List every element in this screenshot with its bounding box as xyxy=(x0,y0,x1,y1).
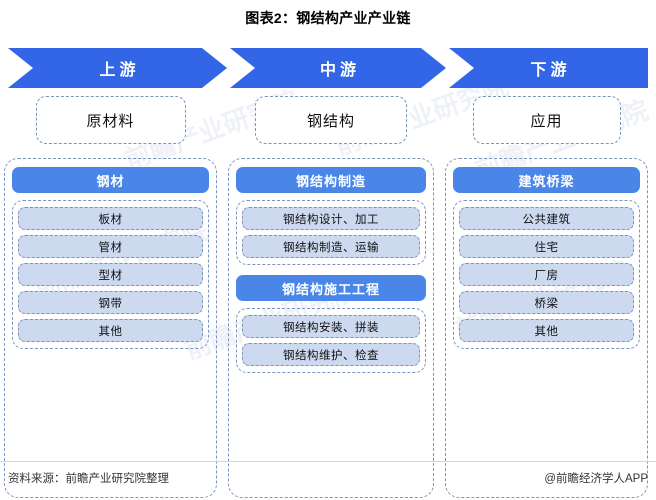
group-manufacturing: 钢结构制造 钢结构设计、加工 钢结构制造、运输 xyxy=(236,167,426,265)
group-items-steel: 板材 管材 型材 钢带 其他 xyxy=(12,200,209,349)
list-item[interactable]: 钢结构安装、拼装 xyxy=(242,315,420,338)
group-items-application: 公共建筑 住宅 厂房 桥梁 其他 xyxy=(453,200,640,349)
column-header-upstream: 原材料 xyxy=(35,96,186,144)
stage-banner-midstream[interactable]: 中游 xyxy=(230,48,446,88)
group-title-manufacturing[interactable]: 钢结构制造 xyxy=(236,167,426,193)
list-item-label: 管材 xyxy=(98,241,123,254)
list-item[interactable]: 其他 xyxy=(459,319,634,342)
stage-banner-downstream[interactable]: 下游 xyxy=(449,48,648,88)
list-item-label: 钢结构制造、运输 xyxy=(283,241,379,254)
group-steel: 钢材 板材 管材 型材 钢带 其他 xyxy=(12,167,209,349)
column-header-label: 应用 xyxy=(530,112,563,130)
stage-label-upstream: 上游 xyxy=(99,62,140,79)
column-midstream: 钢结构 钢结构制造 钢结构设计、加工 钢结构制造、运输 钢结构施工工程 钢结构安… xyxy=(228,96,434,498)
group-title-label: 钢材 xyxy=(96,173,125,189)
list-item-label: 厂房 xyxy=(534,269,559,282)
group-application: 建筑桥梁 公共建筑 住宅 厂房 桥梁 其他 xyxy=(453,167,640,349)
group-title-application[interactable]: 建筑桥梁 xyxy=(453,167,640,193)
list-item-label: 钢带 xyxy=(98,297,123,310)
list-item[interactable]: 钢带 xyxy=(18,291,203,314)
group-title-label: 建筑桥梁 xyxy=(518,173,575,189)
list-item-label: 钢结构安装、拼装 xyxy=(283,321,379,334)
list-item[interactable]: 钢结构维护、检查 xyxy=(242,343,420,366)
list-item[interactable]: 钢结构设计、加工 xyxy=(242,207,420,230)
footer-divider xyxy=(0,461,656,462)
column-header-label: 钢结构 xyxy=(306,112,355,130)
list-item[interactable]: 钢结构制造、运输 xyxy=(242,235,420,258)
group-items-manufacturing: 钢结构设计、加工 钢结构制造、运输 xyxy=(236,200,426,265)
column-header-downstream: 应用 xyxy=(472,96,621,144)
column-upstream: 原材料 钢材 板材 管材 型材 钢带 其他 xyxy=(4,96,217,498)
footer-source: 资料来源：前瞻产业研究院整理 xyxy=(8,473,169,485)
column-header-label: 原材料 xyxy=(86,112,135,130)
column-downstream: 应用 建筑桥梁 公共建筑 住宅 厂房 桥梁 其他 xyxy=(445,96,648,498)
list-item-label: 住宅 xyxy=(534,241,559,254)
group-title-steel[interactable]: 钢材 xyxy=(12,167,209,193)
column-header-midstream: 钢结构 xyxy=(255,96,407,144)
group-construction: 钢结构施工工程 钢结构安装、拼装 钢结构维护、检查 xyxy=(236,275,426,373)
footer-brand: @前瞻经济学人APP xyxy=(544,473,648,485)
list-item-label: 其他 xyxy=(98,325,123,338)
column-body-midstream: 钢结构制造 钢结构设计、加工 钢结构制造、运输 钢结构施工工程 钢结构安装、拼装… xyxy=(228,158,434,498)
list-item-label: 板材 xyxy=(98,213,123,226)
stage-label-downstream: 下游 xyxy=(530,62,571,79)
column-body-upstream: 钢材 板材 管材 型材 钢带 其他 xyxy=(4,158,217,498)
group-title-label: 钢结构制造 xyxy=(295,173,366,189)
list-item-label: 钢结构设计、加工 xyxy=(283,213,379,226)
stage-banner: 上游 中游 下游 xyxy=(8,48,648,88)
stage-label-midstream: 中游 xyxy=(319,62,360,79)
column-body-downstream: 建筑桥梁 公共建筑 住宅 厂房 桥梁 其他 xyxy=(445,158,648,498)
group-title-label: 钢结构施工工程 xyxy=(281,281,380,297)
stage-banner-upstream[interactable]: 上游 xyxy=(8,48,227,88)
list-item-label: 型材 xyxy=(98,269,123,282)
list-item[interactable]: 板材 xyxy=(18,207,203,230)
list-item[interactable]: 管材 xyxy=(18,235,203,258)
list-item-label: 桥梁 xyxy=(534,297,559,310)
list-item[interactable]: 公共建筑 xyxy=(459,207,634,230)
list-item-label: 钢结构维护、检查 xyxy=(283,349,379,362)
list-item[interactable]: 桥梁 xyxy=(459,291,634,314)
list-item[interactable]: 住宅 xyxy=(459,235,634,258)
group-title-construction[interactable]: 钢结构施工工程 xyxy=(236,275,426,301)
list-item[interactable]: 厂房 xyxy=(459,263,634,286)
list-item[interactable]: 其他 xyxy=(18,319,203,342)
page-title: 图表2：钢结构产业产业链 xyxy=(245,10,411,26)
list-item[interactable]: 型材 xyxy=(18,263,203,286)
list-item-label: 其他 xyxy=(534,325,559,338)
group-items-construction: 钢结构安装、拼装 钢结构维护、检查 xyxy=(236,308,426,373)
list-item-label: 公共建筑 xyxy=(522,213,571,226)
